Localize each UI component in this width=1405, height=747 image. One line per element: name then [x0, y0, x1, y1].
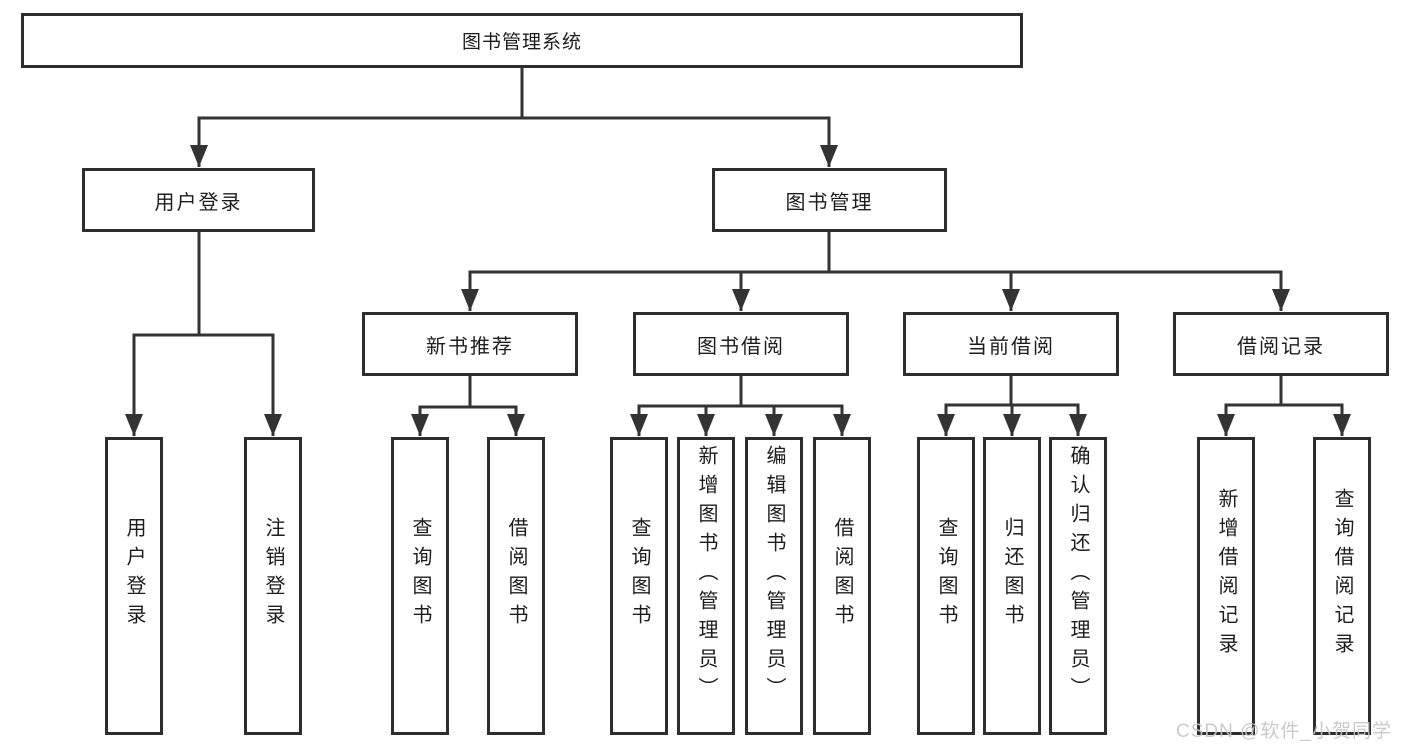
node-new-book-recommend: 新书推荐	[362, 312, 578, 376]
leaf-logout-label: 注销登录	[262, 517, 284, 633]
leaf-borrow-books-recommend-label: 借阅图书	[505, 517, 527, 633]
leaf-query-borrow-record-label: 查询借阅记录	[1331, 488, 1353, 662]
leaf-borrow-books: 借阅图书	[813, 437, 871, 735]
leaf-user-login: 用户登录	[105, 437, 163, 735]
node-current-borrow: 当前借阅	[903, 312, 1119, 376]
node-borrow-records: 借阅记录	[1173, 312, 1389, 376]
leaf-query-borrow-record: 查询借阅记录	[1313, 437, 1371, 735]
node-user-login: 用户登录	[82, 168, 315, 232]
leaf-edit-book-admin: 编辑图书（管理员）	[745, 437, 803, 735]
leaf-edit-book-admin-label: 编辑图书（管理员）	[763, 444, 785, 706]
leaf-add-borrow-record-label: 新增借阅记录	[1215, 488, 1237, 662]
node-root: 图书管理系统	[21, 13, 1023, 68]
leaf-query-books-current: 查询图书	[917, 437, 975, 735]
leaf-borrow-books-label: 借阅图书	[831, 517, 853, 633]
leaf-add-book-admin-label: 新增图书（管理员）	[695, 444, 717, 706]
node-book-management: 图书管理	[712, 168, 947, 232]
leaf-confirm-return-admin-label: 确认归还（管理员）	[1067, 444, 1089, 706]
leaf-return-book: 归还图书	[983, 437, 1041, 735]
leaf-query-books-recommend-label: 查询图书	[409, 517, 431, 633]
leaf-confirm-return-admin: 确认归还（管理员）	[1049, 437, 1107, 735]
leaf-user-login-label: 用户登录	[123, 517, 145, 633]
leaf-add-borrow-record: 新增借阅记录	[1197, 437, 1255, 735]
leaf-query-books-current-label: 查询图书	[935, 517, 957, 633]
node-book-borrow: 图书借阅	[633, 312, 849, 376]
leaf-query-books-recommend: 查询图书	[391, 437, 449, 735]
leaf-return-book-label: 归还图书	[1001, 517, 1023, 633]
leaf-query-books-borrow: 查询图书	[610, 437, 668, 735]
leaf-borrow-books-recommend: 借阅图书	[487, 437, 545, 735]
leaf-logout: 注销登录	[244, 437, 302, 735]
leaf-add-book-admin: 新增图书（管理员）	[677, 437, 735, 735]
csdn-watermark: CSDN @软件_小贺同学	[1176, 721, 1392, 742]
leaf-query-books-borrow-label: 查询图书	[628, 517, 650, 633]
